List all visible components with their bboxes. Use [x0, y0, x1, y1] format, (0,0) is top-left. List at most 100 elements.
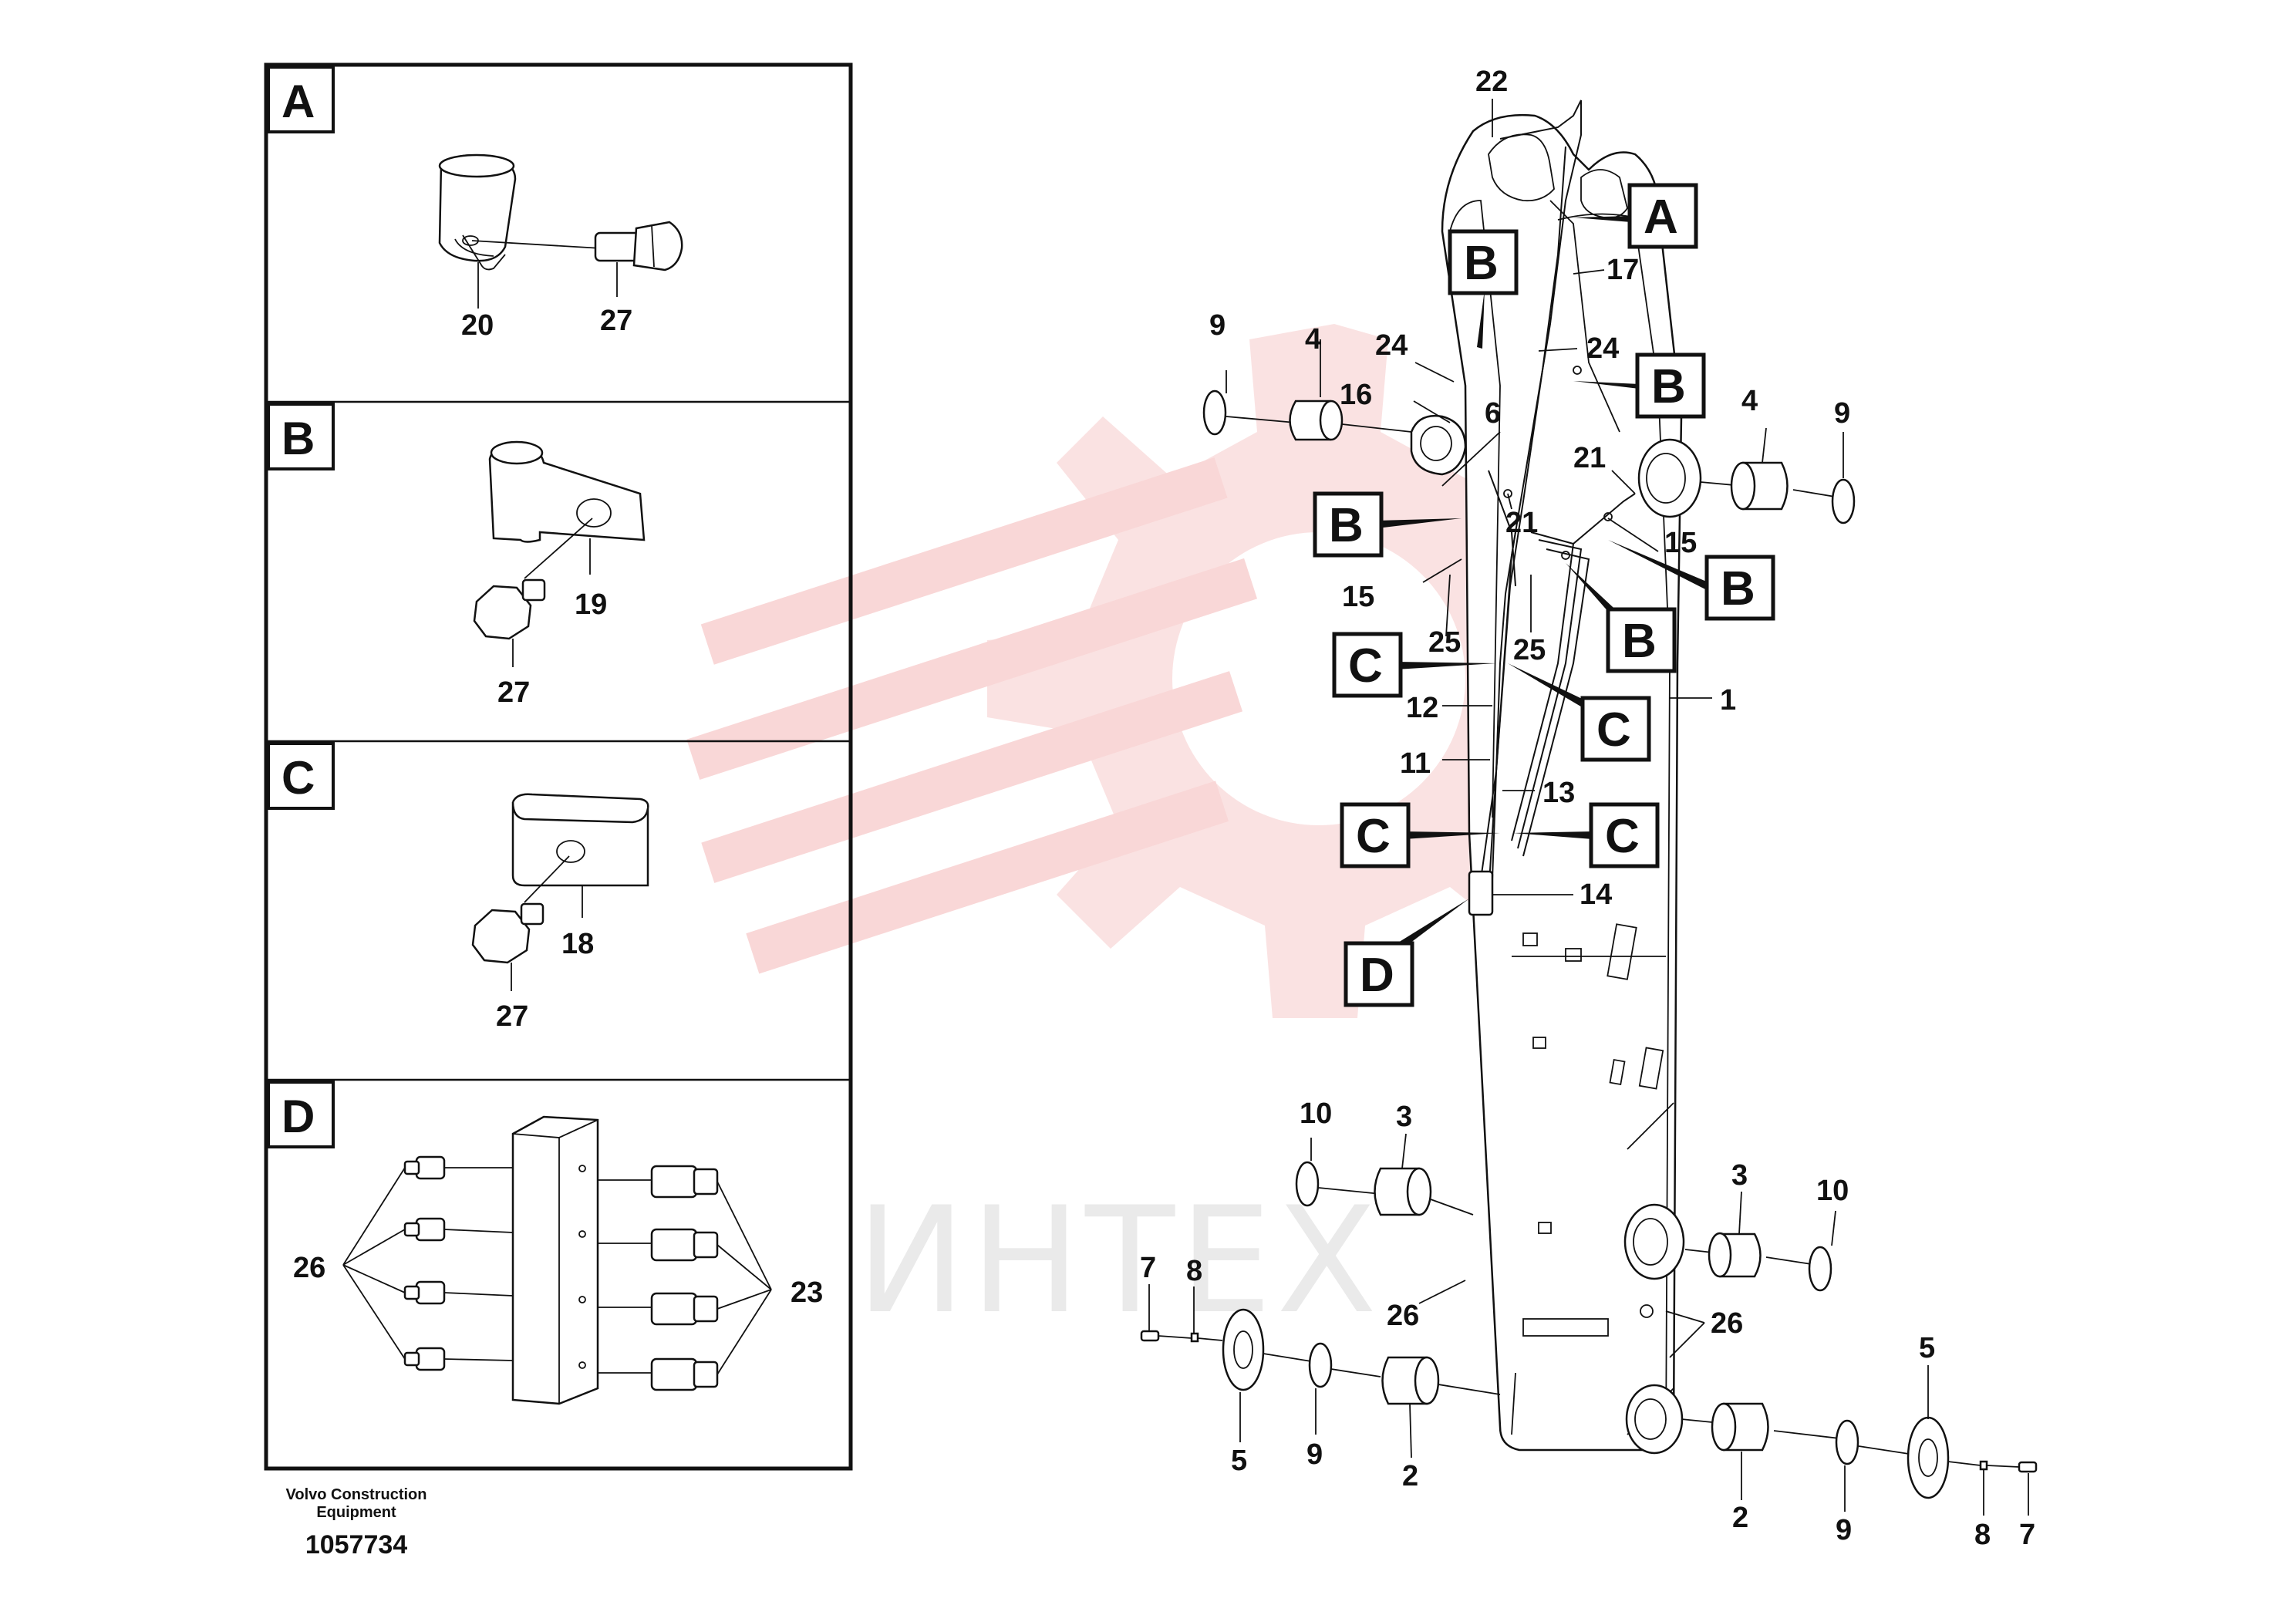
part-label: 4 [1741, 385, 1758, 417]
callout-c-left-lower: C [1340, 802, 1500, 868]
part-label: 25 [1513, 634, 1546, 666]
callout-c-right-upper: C [1508, 663, 1651, 762]
company-line1: Volvo Construction [286, 1486, 427, 1503]
part-label: 23 [791, 1276, 823, 1309]
part-label: 10 [1816, 1175, 1849, 1207]
part-label: 5 [1231, 1445, 1247, 1477]
footer: Volvo Construction Equipment 1057734 [286, 1486, 427, 1560]
part-label: 26 [293, 1252, 325, 1284]
part-label: 15 [1664, 527, 1697, 559]
boom-assembly [1410, 99, 1702, 1455]
callout-c-right-lower: C [1513, 802, 1660, 868]
part-label: 16 [1340, 379, 1372, 411]
boom-edge [1449, 200, 1501, 818]
panel-d: D [267, 1081, 823, 1405]
distribution-block-icon [511, 1115, 599, 1405]
callout-a: A [1573, 183, 1698, 249]
part-label: 15 [1342, 581, 1374, 613]
svg-text:A: A [1644, 191, 1678, 244]
part-label: 26 [1711, 1307, 1743, 1340]
callout-boxes: A B B B B B C [1313, 183, 1775, 1007]
part-label: 9 [1834, 397, 1850, 430]
svg-text:B: B [1721, 562, 1755, 615]
svg-text:C: C [1596, 703, 1631, 757]
panel-a-letter: A [282, 76, 315, 127]
part-label: 2 [1732, 1502, 1748, 1534]
svg-text:C: C [1356, 810, 1391, 863]
part-label: 18 [561, 928, 594, 960]
part-label: 27 [497, 676, 530, 709]
bushing-3-left [1374, 1167, 1432, 1216]
svg-text:C: C [1348, 639, 1383, 693]
svg-text:B: B [1329, 499, 1364, 552]
adapter-fitting-icons [598, 1165, 719, 1391]
svg-text:D: D [1360, 949, 1394, 1002]
part-label: 3 [1396, 1101, 1412, 1133]
end-plate-5-right [1907, 1416, 1950, 1499]
panel-c: C 18 27 [267, 742, 649, 1033]
part-label: 27 [496, 1000, 528, 1033]
svg-text:B: B [1464, 237, 1499, 290]
part-number-labels: 22 17 24 24 16 6 9 4 4 9 21 21 15 15 25 … [1140, 66, 2035, 1551]
leader-lines [342, 1167, 772, 1375]
leader-line [471, 240, 602, 249]
leader-line [524, 518, 593, 579]
flange-bolt-icon [473, 578, 546, 640]
part-label: 25 [1428, 626, 1461, 659]
callout-d: D [1344, 899, 1469, 1007]
flange-bolt-icon [594, 221, 683, 271]
part-label: 21 [1505, 507, 1538, 539]
bolt-7 [2018, 1461, 2038, 1473]
part-label: 7 [2019, 1519, 2035, 1551]
part-label: 17 [1607, 254, 1639, 286]
part-label: 5 [1919, 1332, 1935, 1364]
part-label: 9 [1836, 1514, 1852, 1546]
leader-line [524, 855, 570, 903]
part-label: 12 [1406, 692, 1438, 724]
svg-text:B: B [1622, 615, 1657, 668]
flange-bolt-icon [471, 902, 544, 964]
panel-c-letter: C [282, 752, 315, 804]
panels-frame [264, 62, 853, 1471]
nipple-fitting-icons [403, 1155, 514, 1371]
callout-b-right-upper: B [1573, 352, 1706, 419]
shim-ring [1831, 478, 1856, 524]
boom-pads [1522, 923, 1664, 1337]
detail-panels: A 20 27 B [264, 62, 853, 1471]
part-label: 9 [1306, 1438, 1323, 1471]
callout-b-top: B [1448, 229, 1519, 349]
bushing-4-upper-right [1730, 461, 1789, 511]
part-label: 26 [1387, 1300, 1419, 1332]
part-label: 4 [1305, 323, 1321, 356]
bushing-3-right [1708, 1232, 1762, 1278]
part-label: 8 [1186, 1255, 1202, 1287]
panel-b: B 19 27 [267, 403, 646, 709]
bushing-clip-icon [438, 153, 517, 271]
part-label: 1 [1720, 684, 1736, 717]
part-label: 27 [600, 305, 632, 337]
panel-a: A 20 27 [267, 66, 683, 342]
p-clamp-icon [488, 440, 646, 543]
distribution-block [1468, 870, 1494, 916]
svg-text:B: B [1651, 360, 1686, 413]
part-label: 19 [575, 588, 607, 621]
drawing-number: 1057734 [305, 1530, 407, 1560]
callout-c-left-upper: C [1332, 632, 1496, 698]
part-label: 3 [1731, 1159, 1748, 1192]
bushing-4-upper-left [1289, 400, 1344, 441]
part-label: 10 [1300, 1098, 1332, 1130]
bushing-2-right [1711, 1402, 1769, 1452]
part-label: 11 [1400, 747, 1431, 780]
part-label: 24 [1586, 332, 1619, 365]
part-label: 9 [1209, 309, 1226, 342]
part-label: 13 [1542, 777, 1575, 809]
company-line2: Equipment [316, 1504, 396, 1521]
part-label: 21 [1573, 442, 1606, 474]
bushing-2-left [1381, 1356, 1440, 1405]
flat-clamp-icon [511, 793, 649, 887]
watermark-wrench-stripes [686, 457, 1258, 974]
callout-b-right-lower: B [1608, 540, 1775, 621]
boom-pin-bores [1410, 414, 1702, 1455]
part-label: 14 [1580, 878, 1612, 911]
hydraulic-lines [1468, 99, 1636, 916]
